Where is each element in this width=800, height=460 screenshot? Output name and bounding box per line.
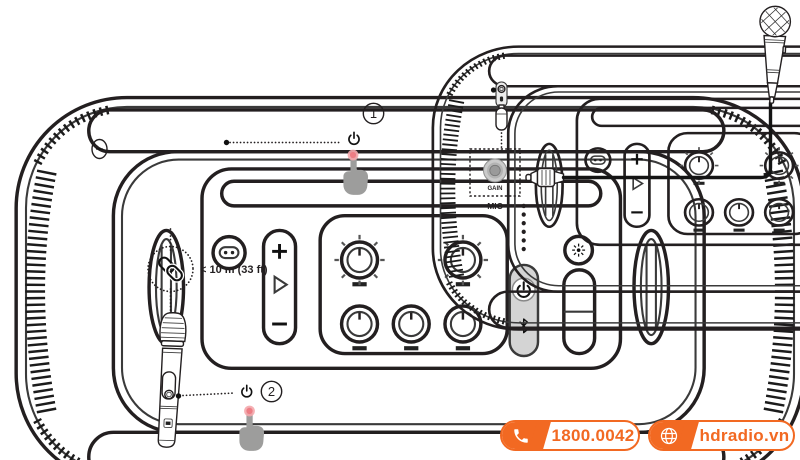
wireless-link-icon	[147, 245, 194, 293]
step-1-number: 1	[370, 106, 377, 121]
cable-connector	[769, 96, 775, 104]
mic-tail	[766, 82, 779, 98]
callout-dot-mic-power	[175, 393, 182, 399]
globe-icon	[650, 422, 688, 449]
step-2-callout: 2	[182, 380, 283, 451]
gain-mini-knob	[497, 84, 506, 94]
website-url: hdradio.vn	[699, 425, 790, 445]
chain-link-b	[166, 264, 183, 282]
hotline-number: 1800.0042	[551, 425, 635, 445]
power-icon	[348, 131, 360, 146]
audio-cable	[561, 101, 773, 180]
gain-callout: GAIN	[469, 148, 521, 197]
step-number-circle	[260, 380, 283, 403]
wireless-mic-illustration	[157, 312, 187, 448]
mic-input-plug	[495, 104, 508, 131]
touch-highlight-inner	[246, 407, 253, 415]
minus-button	[91, 138, 108, 160]
wired-mic-illustration	[759, 5, 792, 104]
mic-gain-strip	[495, 81, 508, 108]
website-badge[interactable]: hdradio.vn	[648, 420, 795, 451]
gain-label: GAIN	[488, 186, 503, 192]
step-number-circle	[362, 102, 385, 125]
callout-dot-mic-input	[490, 87, 497, 93]
power-icon	[241, 384, 253, 398]
touch-highlight-inner	[349, 151, 357, 159]
callout-dot-speaker-power	[223, 139, 230, 146]
callout-dotted-line	[182, 392, 236, 397]
phone-icon	[502, 422, 540, 449]
mic-label: MIC	[487, 201, 503, 211]
chain-link-a	[158, 256, 175, 274]
phone-badge[interactable]: 1800.0042	[500, 420, 640, 451]
right-speaker-illustration	[433, 47, 800, 330]
gain-knob	[483, 158, 507, 183]
jbl-logo	[163, 418, 173, 428]
mic-switch	[782, 45, 787, 54]
step-1-callout: 1	[229, 102, 385, 195]
jack-plug	[525, 167, 565, 188]
mic-power-button	[164, 389, 174, 400]
mic-port-icon	[499, 96, 504, 102]
left-speaker-illustration	[16, 98, 800, 460]
range-label: < 10 m (33 ft)	[200, 264, 268, 276]
mic-windscreen	[159, 312, 187, 343]
plug-tip	[525, 173, 532, 182]
step-2-number: 2	[268, 384, 275, 399]
